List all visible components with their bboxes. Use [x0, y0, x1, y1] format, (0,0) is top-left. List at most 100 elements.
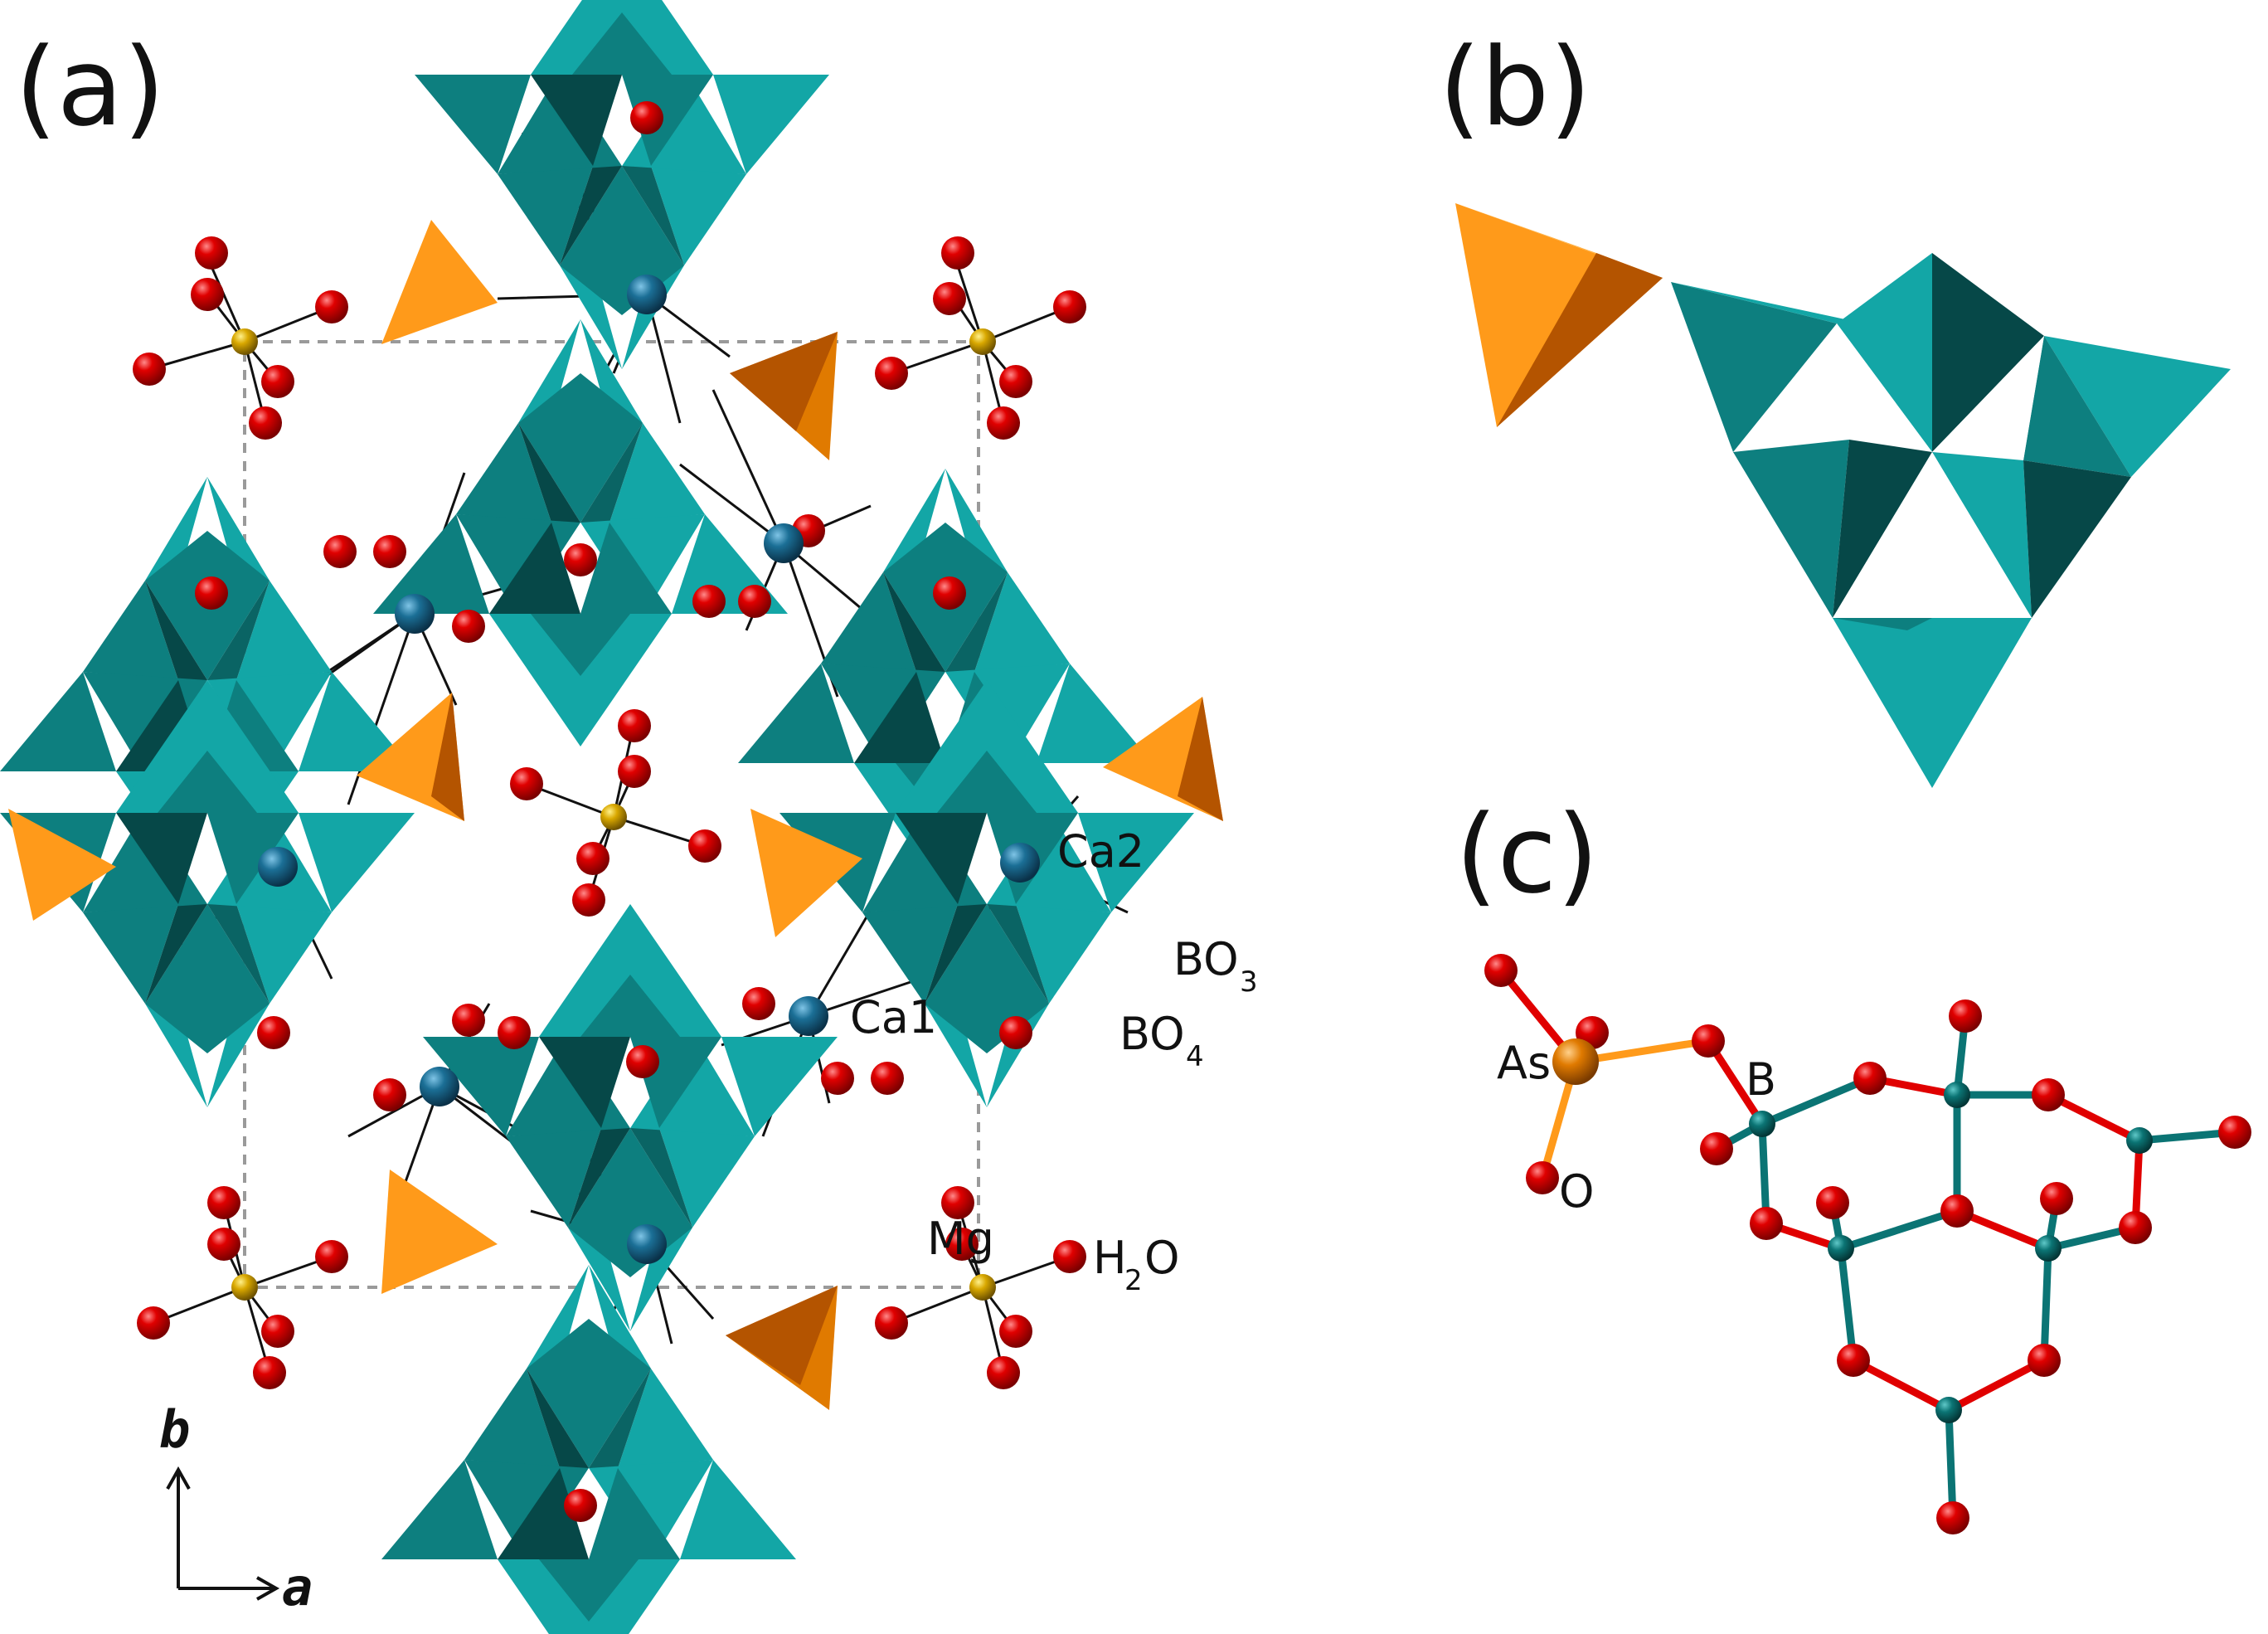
magnesium-atoms	[231, 328, 996, 1301]
oxygen-atom-icon	[498, 1016, 531, 1049]
oxygen-atom-icon	[1936, 1501, 1969, 1534]
magnesium-atom-icon	[231, 1274, 258, 1301]
svg-text:4: 4	[1186, 1040, 1204, 1073]
borate-cluster	[423, 904, 838, 1331]
panel-a: (a)	[0, 0, 1258, 1634]
oxygen-atom-icon	[875, 357, 908, 390]
oxygen-atom-icon	[564, 543, 597, 576]
svg-text:2: 2	[1124, 1264, 1143, 1297]
oxygen-atom-icon	[1949, 999, 1982, 1033]
oxygen-atom-icon	[871, 1062, 904, 1095]
boron-atom-icon	[1935, 1397, 1962, 1423]
calcium-atom-icon	[258, 847, 298, 887]
oxygen-atom-icon	[821, 1062, 854, 1095]
svg-text:H: H	[1093, 1232, 1127, 1284]
oxygen-atom-icon	[999, 1016, 1032, 1049]
oxygen-atom-icon	[1526, 1161, 1559, 1194]
oxygen-atom-icon	[137, 1306, 170, 1340]
borate-cluster	[415, 0, 829, 369]
oxygen-atom-icon	[987, 406, 1020, 440]
ca1-label: Ca1	[850, 991, 937, 1043]
borate-cluster	[381, 1265, 796, 1634]
oxygen-atom-icon	[1837, 1344, 1870, 1377]
oxygen-atom-icon	[630, 101, 663, 134]
svg-text:BO: BO	[1119, 1008, 1185, 1060]
calcium-atom-icon	[627, 1224, 667, 1264]
arsenate-tetrahedra	[8, 220, 1223, 1410]
oxygen-atom-icon	[572, 883, 605, 917]
oxygen-atom-icon	[133, 353, 166, 386]
oxygen-atom-icon	[945, 1228, 979, 1261]
oxygen-atom-icon	[261, 365, 294, 398]
oxygen-atom-icon	[999, 1315, 1032, 1348]
oxygen-atom-icon	[2032, 1078, 2065, 1111]
oxygen-atom-icon	[564, 1489, 597, 1522]
arsenic-atom-icon	[1552, 1038, 1599, 1085]
magnesium-atom-icon	[231, 328, 258, 355]
oxygen-atom-icon	[452, 1004, 485, 1037]
oxygen-atom-icon	[510, 767, 543, 800]
oxygen-atom-icon	[195, 576, 228, 610]
oxygen-atom-icon	[618, 755, 651, 788]
oxygen-atoms	[133, 101, 1086, 1522]
calcium-atom-icon	[395, 594, 435, 634]
oxygen-atom-icon	[875, 1306, 908, 1340]
oxygen-atom-icon	[257, 1016, 290, 1049]
oxygen-atom-icon	[373, 535, 406, 568]
oxygen-atom-icon	[1940, 1194, 1974, 1228]
oxygen-atom-icon	[2119, 1211, 2152, 1244]
oxygen-atom-icon	[933, 282, 966, 315]
oxygen-atom-icon	[207, 1228, 240, 1261]
oxygen-atom-icon	[692, 585, 726, 618]
o-label: O	[1559, 1165, 1595, 1218]
oxygen-atom-icon	[1484, 954, 1518, 987]
oxygen-atom-icon	[933, 576, 966, 610]
h2o-label: H 2 O	[1093, 1232, 1180, 1297]
calcium-atom-icon	[789, 996, 828, 1036]
oxygen-atom-icon	[323, 535, 357, 568]
oxygen-atom-icon	[2040, 1182, 2073, 1215]
oxygen-atom-icon	[626, 1045, 659, 1078]
crystal-axes	[166, 1466, 280, 1601]
oxygen-atom-icon	[261, 1315, 294, 1348]
panel-b-label: (b)	[1439, 24, 1591, 150]
oxygen-atom-icon	[249, 406, 282, 440]
oxygen-atom-icon	[2218, 1116, 2251, 1149]
oxygen-atom-icon	[195, 236, 228, 270]
oxygen-atom-icon	[738, 585, 771, 618]
boron-atom-icon	[2126, 1127, 2153, 1154]
oxygen-atom-icon	[373, 1078, 406, 1111]
ball-stick-bonds	[1497, 966, 2239, 1522]
oxygen-atom-icon	[688, 829, 721, 863]
boron-atom-icon	[1828, 1235, 1854, 1262]
axis-a-label: a	[282, 1557, 313, 1617]
calcium-atom-icon	[627, 275, 667, 314]
magnesium-atom-icon	[969, 1274, 996, 1301]
oxygen-atom-icon	[987, 1356, 1020, 1389]
ball-stick-atoms	[1484, 954, 2251, 1534]
oxygen-atom-icon	[1750, 1207, 1783, 1240]
calcium-atom-icon	[764, 523, 804, 563]
b-label: B	[1746, 1053, 1776, 1106]
axis-b-label: b	[159, 1399, 190, 1460]
oxygen-atom-icon	[2028, 1344, 2061, 1377]
oxygen-atom-icon	[618, 709, 651, 742]
bo4-label: BO 4	[1119, 1008, 1204, 1073]
bo3-label: BO 3	[1173, 933, 1258, 999]
oxygen-atom-icon	[1053, 1240, 1086, 1273]
mg-label: Mg	[927, 1213, 994, 1265]
svg-text:BO: BO	[1173, 933, 1239, 985]
panel-c-label: (c)	[1455, 791, 1599, 917]
oxygen-atom-icon	[253, 1356, 286, 1389]
oxygen-atom-icon	[452, 610, 485, 643]
oxygen-atom-icon	[576, 842, 609, 875]
as-label: As	[1497, 1037, 1551, 1089]
oxygen-atom-icon	[1853, 1062, 1887, 1095]
ca2-label: Ca2	[1057, 825, 1144, 878]
oxygen-atom-icon	[742, 987, 775, 1020]
panel-c: (c)	[1455, 791, 2251, 1534]
calcium-atoms	[258, 275, 1040, 1264]
fundamental-building-block	[1455, 203, 2231, 788]
svg-text:O: O	[1144, 1232, 1180, 1284]
